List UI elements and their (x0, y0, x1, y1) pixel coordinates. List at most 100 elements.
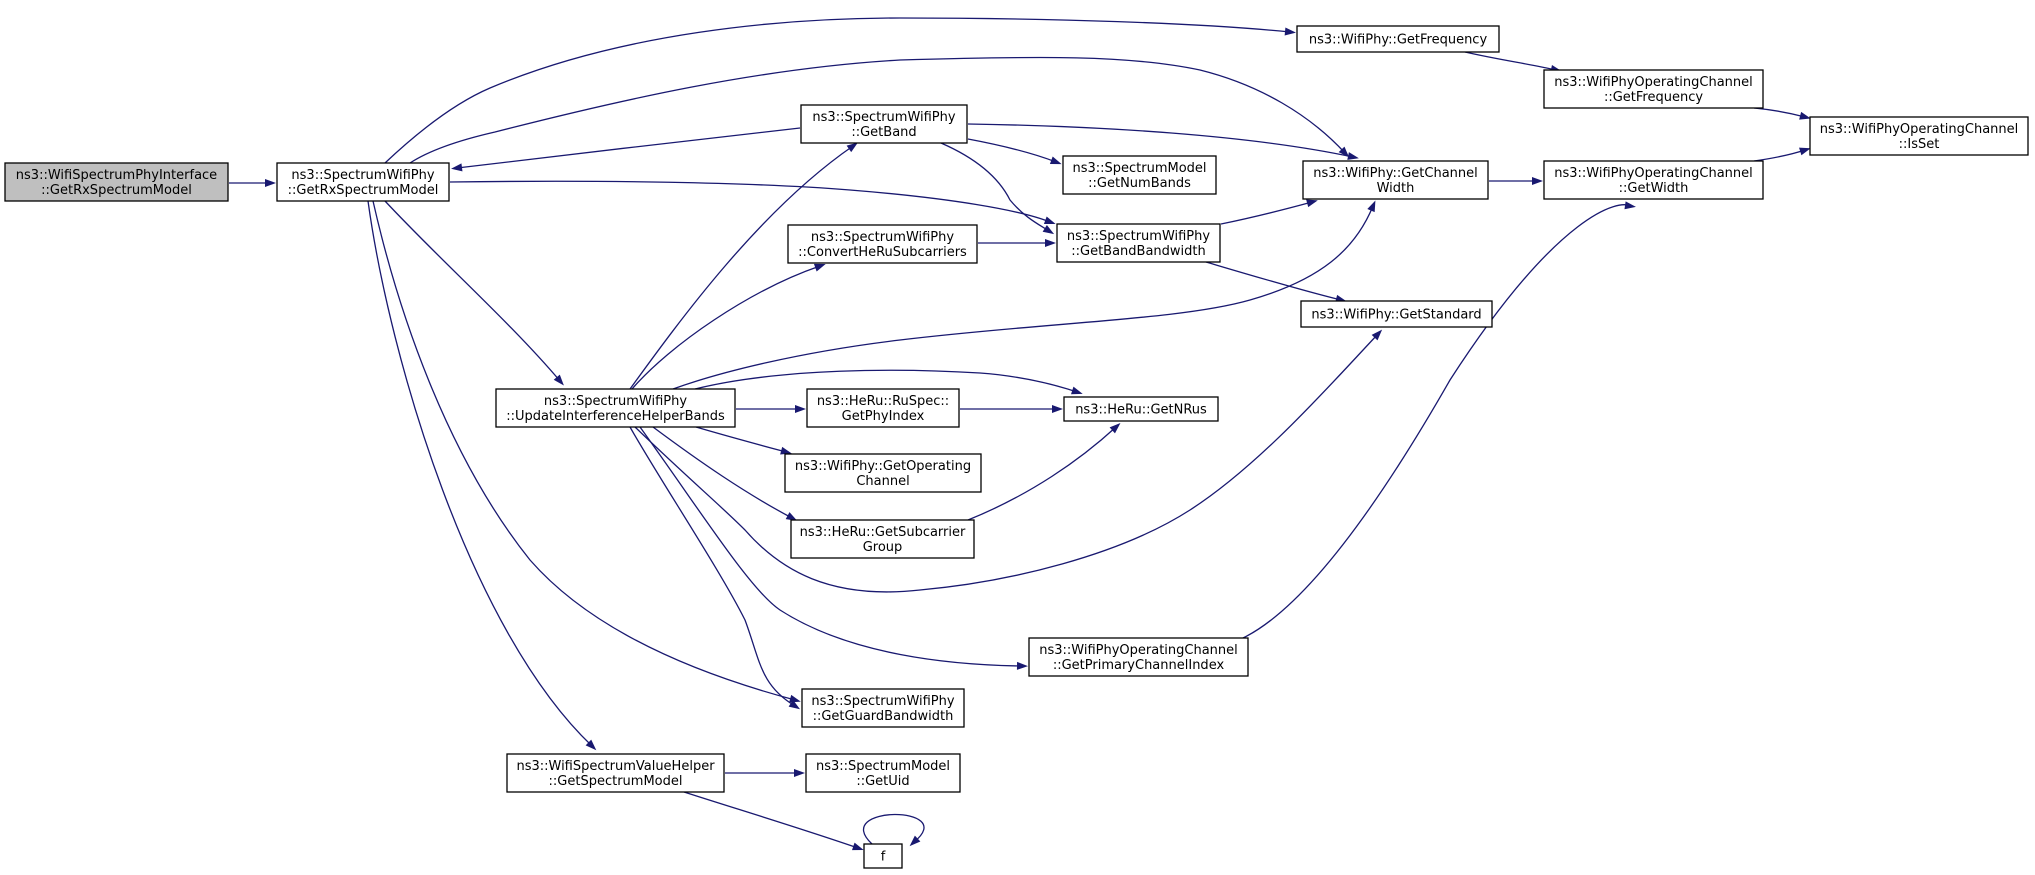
edge-sp_getrx-to-specmodel (367, 200, 593, 747)
edge-getband-to-bandbw-arrowhead (1042, 224, 1055, 235)
node-box (1300, 300, 1493, 328)
node-update[interactable]: ns3::SpectrumWifiPhy::UpdateInterference… (495, 388, 736, 428)
node-label: ::UpdateInterferenceHelperBands (506, 409, 725, 424)
edge-update-to-guardbw-arrowhead (788, 699, 801, 710)
edge-sp_getrx-to-guardbw (372, 200, 796, 701)
edge-primidx-to-op_width-arrowhead (1624, 201, 1636, 210)
edge-sp_getrx-to-getchw-arrowhead (1338, 146, 1350, 158)
edge-getband-to-numbands (967, 138, 1057, 163)
edge-phyindex-to-nrus-arrowhead (1052, 405, 1063, 413)
edge-op_freq-to-isset-arrowhead (1799, 111, 1811, 120)
edge-op_width-to-isset-arrowhead (1799, 147, 1811, 156)
node-box (787, 224, 978, 264)
node-label: ns3::SpectrumWifiPhy (812, 110, 955, 125)
edge-getband-to-sp_getrx-arrowhead (451, 163, 463, 172)
node-isset[interactable]: ns3::WifiPhyOperatingChannel::IsSet (1809, 116, 2029, 156)
node-label: ns3::SpectrumWifiPhy (1067, 229, 1210, 244)
node-op_width[interactable]: ns3::WifiPhyOperatingChannel::GetWidth (1543, 160, 1764, 200)
node-sp_getrx[interactable]: ns3::SpectrumWifiPhy::GetRxSpectrumModel (276, 162, 450, 202)
edge-update-to-convert-arrowhead (813, 263, 826, 272)
node-label: ::ConvertHeRuSubcarriers (798, 245, 967, 260)
node-bandbw[interactable]: ns3::SpectrumWifiPhy::GetBandBandwidth (1056, 223, 1221, 263)
edge-getband-to-sp_getrx (456, 127, 801, 169)
edge-update-to-getchw (672, 205, 1374, 390)
node-nrus[interactable]: ns3::HeRu::GetNRus (1063, 396, 1219, 422)
edges-layer (229, 17, 1811, 851)
edge-f-to-f-arrowhead (909, 835, 921, 847)
node-label: ns3::WifiPhy::GetStandard (1311, 308, 1481, 323)
node-specmodel[interactable]: ns3::WifiSpectrumValueHelper::GetSpectru… (506, 753, 725, 793)
node-label: ::GetPrimaryChannelIndex (1053, 658, 1225, 673)
edge-update-to-nrus (694, 369, 1078, 393)
edge-getband-to-getchw (967, 123, 1354, 158)
node-label: ns3::WifiPhyOperatingChannel (1554, 75, 1753, 90)
node-convert[interactable]: ns3::SpectrumWifiPhy::ConvertHeRuSubcarr… (787, 224, 978, 264)
node-box (276, 162, 450, 202)
edge-specmodel-to-f (683, 791, 859, 849)
node-getfreq[interactable]: ns3::WifiPhy::GetFrequency (1296, 25, 1500, 53)
node-label: Width (1377, 181, 1415, 196)
node-root[interactable]: ns3::WifiSpectrumPhyInterface::GetRxSpec… (4, 162, 229, 202)
edge-update-to-primidx (639, 426, 1023, 667)
node-box (1063, 396, 1219, 422)
node-label: ::GetWidth (1619, 181, 1689, 196)
node-label: Group (863, 540, 903, 555)
node-label: ns3::WifiPhy::GetFrequency (1309, 33, 1488, 48)
node-label: ns3::SpectrumModel (816, 759, 950, 774)
node-label: ns3::HeRu::RuSpec:: (817, 394, 949, 409)
node-label: ::GetSpectrumModel (549, 774, 683, 789)
edge-update-to-getop-arrowhead (780, 446, 792, 455)
node-label: ns3::WifiSpectrumValueHelper (516, 759, 715, 774)
node-f[interactable]: f (863, 843, 903, 869)
node-label: f (881, 850, 886, 865)
edge-getband-to-getchw-arrowhead (1347, 152, 1359, 160)
node-box (1809, 116, 2029, 156)
node-label: ::GetRxSpectrumModel (41, 183, 192, 198)
node-numbands[interactable]: ns3::SpectrumModel::GetNumBands (1062, 155, 1217, 195)
edge-update-to-phyindex-arrowhead (795, 405, 806, 413)
node-box (1543, 160, 1764, 200)
edge-update-to-getop (695, 426, 787, 453)
node-box (1296, 25, 1500, 53)
edge-update-to-getchw-arrowhead (1367, 200, 1376, 213)
node-phyindex[interactable]: ns3::HeRu::RuSpec::GetPhyIndex (806, 388, 960, 428)
node-label: ns3::SpectrumWifiPhy (291, 168, 434, 183)
node-label: ns3::WifiPhyOperatingChannel (1554, 166, 1753, 181)
edge-sp_getrx-to-guardbw-arrowhead (789, 694, 801, 703)
node-box (1543, 69, 1764, 109)
node-label: ::GetUid (856, 774, 909, 789)
edge-f-to-f (862, 813, 925, 845)
edge-subgroup-to-nrus-arrowhead (1109, 422, 1121, 434)
node-label: ns3::WifiSpectrumPhyInterface (16, 168, 217, 183)
edge-sp_getrx-to-bandbw (449, 180, 1051, 223)
node-label: ::GetFrequency (1604, 90, 1703, 105)
edge-op_width-to-isset (1753, 149, 1806, 162)
node-getband[interactable]: ns3::SpectrumWifiPhy::GetBand (800, 104, 968, 144)
node-getstd[interactable]: ns3::WifiPhy::GetStandard (1300, 300, 1493, 328)
node-box (1302, 160, 1489, 200)
edge-specmodel-to-getuid-arrowhead (794, 769, 805, 777)
node-label: GetPhyIndex (842, 409, 925, 424)
node-box (806, 388, 960, 428)
node-label: ns3::WifiPhyOperatingChannel (1039, 643, 1238, 658)
node-primidx[interactable]: ns3::WifiPhyOperatingChannel::GetPrimary… (1028, 637, 1249, 677)
edge-update-to-getband-arrowhead (846, 142, 858, 153)
node-label: ns3::SpectrumModel (1072, 161, 1206, 176)
edge-update-to-getstd (634, 333, 1379, 593)
node-box (800, 104, 968, 144)
edge-primidx-to-op_width (1242, 204, 1631, 639)
node-op_freq[interactable]: ns3::WifiPhyOperatingChannel::GetFrequen… (1543, 69, 1764, 109)
node-label: ::GetRxSpectrumModel (288, 183, 439, 198)
edge-sp_getrx-to-getfreq-arrowhead (1284, 27, 1296, 36)
node-box (1056, 223, 1221, 263)
node-box (790, 519, 975, 559)
node-box (4, 162, 229, 202)
node-getuid[interactable]: ns3::SpectrumModel::GetUid (805, 753, 961, 793)
edge-update-to-convert (631, 265, 821, 390)
node-guardbw[interactable]: ns3::SpectrumWifiPhy::GetGuardBandwidth (801, 688, 965, 728)
node-label: ns3::WifiPhyOperatingChannel (1820, 122, 2019, 137)
